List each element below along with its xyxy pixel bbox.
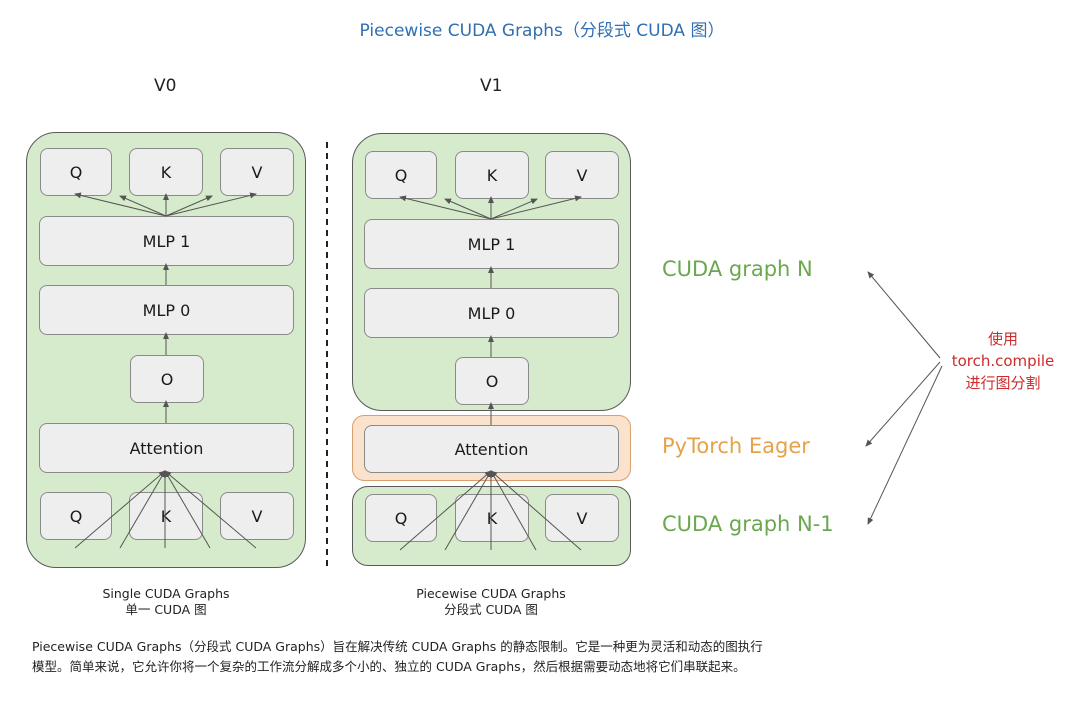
v1-arrow [490, 195, 582, 220]
v0-caption: Single CUDA Graphs 单一 CUDA 图 [66, 586, 266, 618]
v0-arrow [165, 192, 257, 217]
v0-arrow [164, 470, 211, 549]
v0-caption-line2: 单一 CUDA 图 [125, 602, 207, 617]
v0-arrow [119, 470, 166, 549]
v0-arrow [74, 470, 166, 549]
compile-arrow-to-graph-n [867, 271, 941, 359]
page-title: Piecewise CUDA Graphs（分段式 CUDA 图） [359, 21, 725, 41]
description-line1: Piecewise CUDA Graphs（分段式 CUDA Graphs）旨在… [32, 639, 763, 654]
note-line3: 进行图分割 [965, 374, 1041, 392]
cuda-graph-n-label: CUDA graph N [662, 257, 813, 281]
v1-top-v-box: V [545, 151, 619, 199]
v0-bottom-q-box: Q [40, 492, 112, 540]
note-line2: torch.compile [951, 352, 1055, 370]
torch-compile-note: 使用 torch.compile 进行图分割 [938, 328, 1068, 394]
v0-arrow [74, 192, 167, 217]
v1-label: V1 [480, 76, 503, 96]
v0-bottom-k-box: K [129, 492, 203, 540]
cuda-graph-n1-label: CUDA graph N-1 [662, 512, 834, 536]
v0-arrow [165, 195, 213, 217]
description: Piecewise CUDA Graphs（分段式 CUDA Graphs）旨在… [32, 637, 1072, 677]
pytorch-eager-label: PyTorch Eager [662, 434, 810, 458]
v1-arrow [490, 470, 582, 551]
v1-caption-line2: 分段式 CUDA 图 [444, 602, 538, 617]
v0-bottom-v-box: V [220, 492, 294, 540]
v1-bottom-k-box: K [455, 494, 529, 542]
note-line1: 使用 [987, 330, 1018, 348]
v0-arrow [164, 470, 257, 549]
v1-bottom-v-box: V [545, 494, 619, 542]
v1-arrow [399, 470, 492, 551]
v0-top-q-box: Q [40, 148, 112, 196]
v1-arrow [490, 470, 537, 551]
description-line2: 模型。简单来说，它允许你将一个复杂的工作流分解成多个小的、独立的 CUDA Gr… [32, 659, 746, 674]
v0-mlp1-box: MLP 1 [39, 216, 294, 266]
v1-arrow [444, 198, 492, 220]
v1-arrow [399, 195, 492, 220]
v1-caption-line1: Piecewise CUDA Graphs [416, 586, 566, 601]
v1-arrow [490, 198, 538, 220]
v0-caption-line1: Single CUDA Graphs [102, 586, 230, 601]
v0-label: V0 [154, 76, 177, 96]
v0-mlp0-box: MLP 0 [39, 285, 294, 335]
compile-arrow-to-eager [865, 361, 941, 447]
v1-arrow [444, 470, 492, 551]
v0-top-v-box: V [220, 148, 294, 196]
v1-mlp0-box: MLP 0 [364, 288, 619, 338]
v1-attention-box: Attention [364, 425, 619, 473]
v1-caption: Piecewise CUDA Graphs 分段式 CUDA 图 [391, 586, 591, 618]
v1-top-k-box: K [455, 151, 529, 199]
v1-mlp1-box: MLP 1 [364, 219, 619, 269]
compile-arrow-to-graph-n1 [867, 365, 943, 525]
v0-arrow [119, 195, 167, 217]
v1-o-box: O [455, 357, 529, 405]
